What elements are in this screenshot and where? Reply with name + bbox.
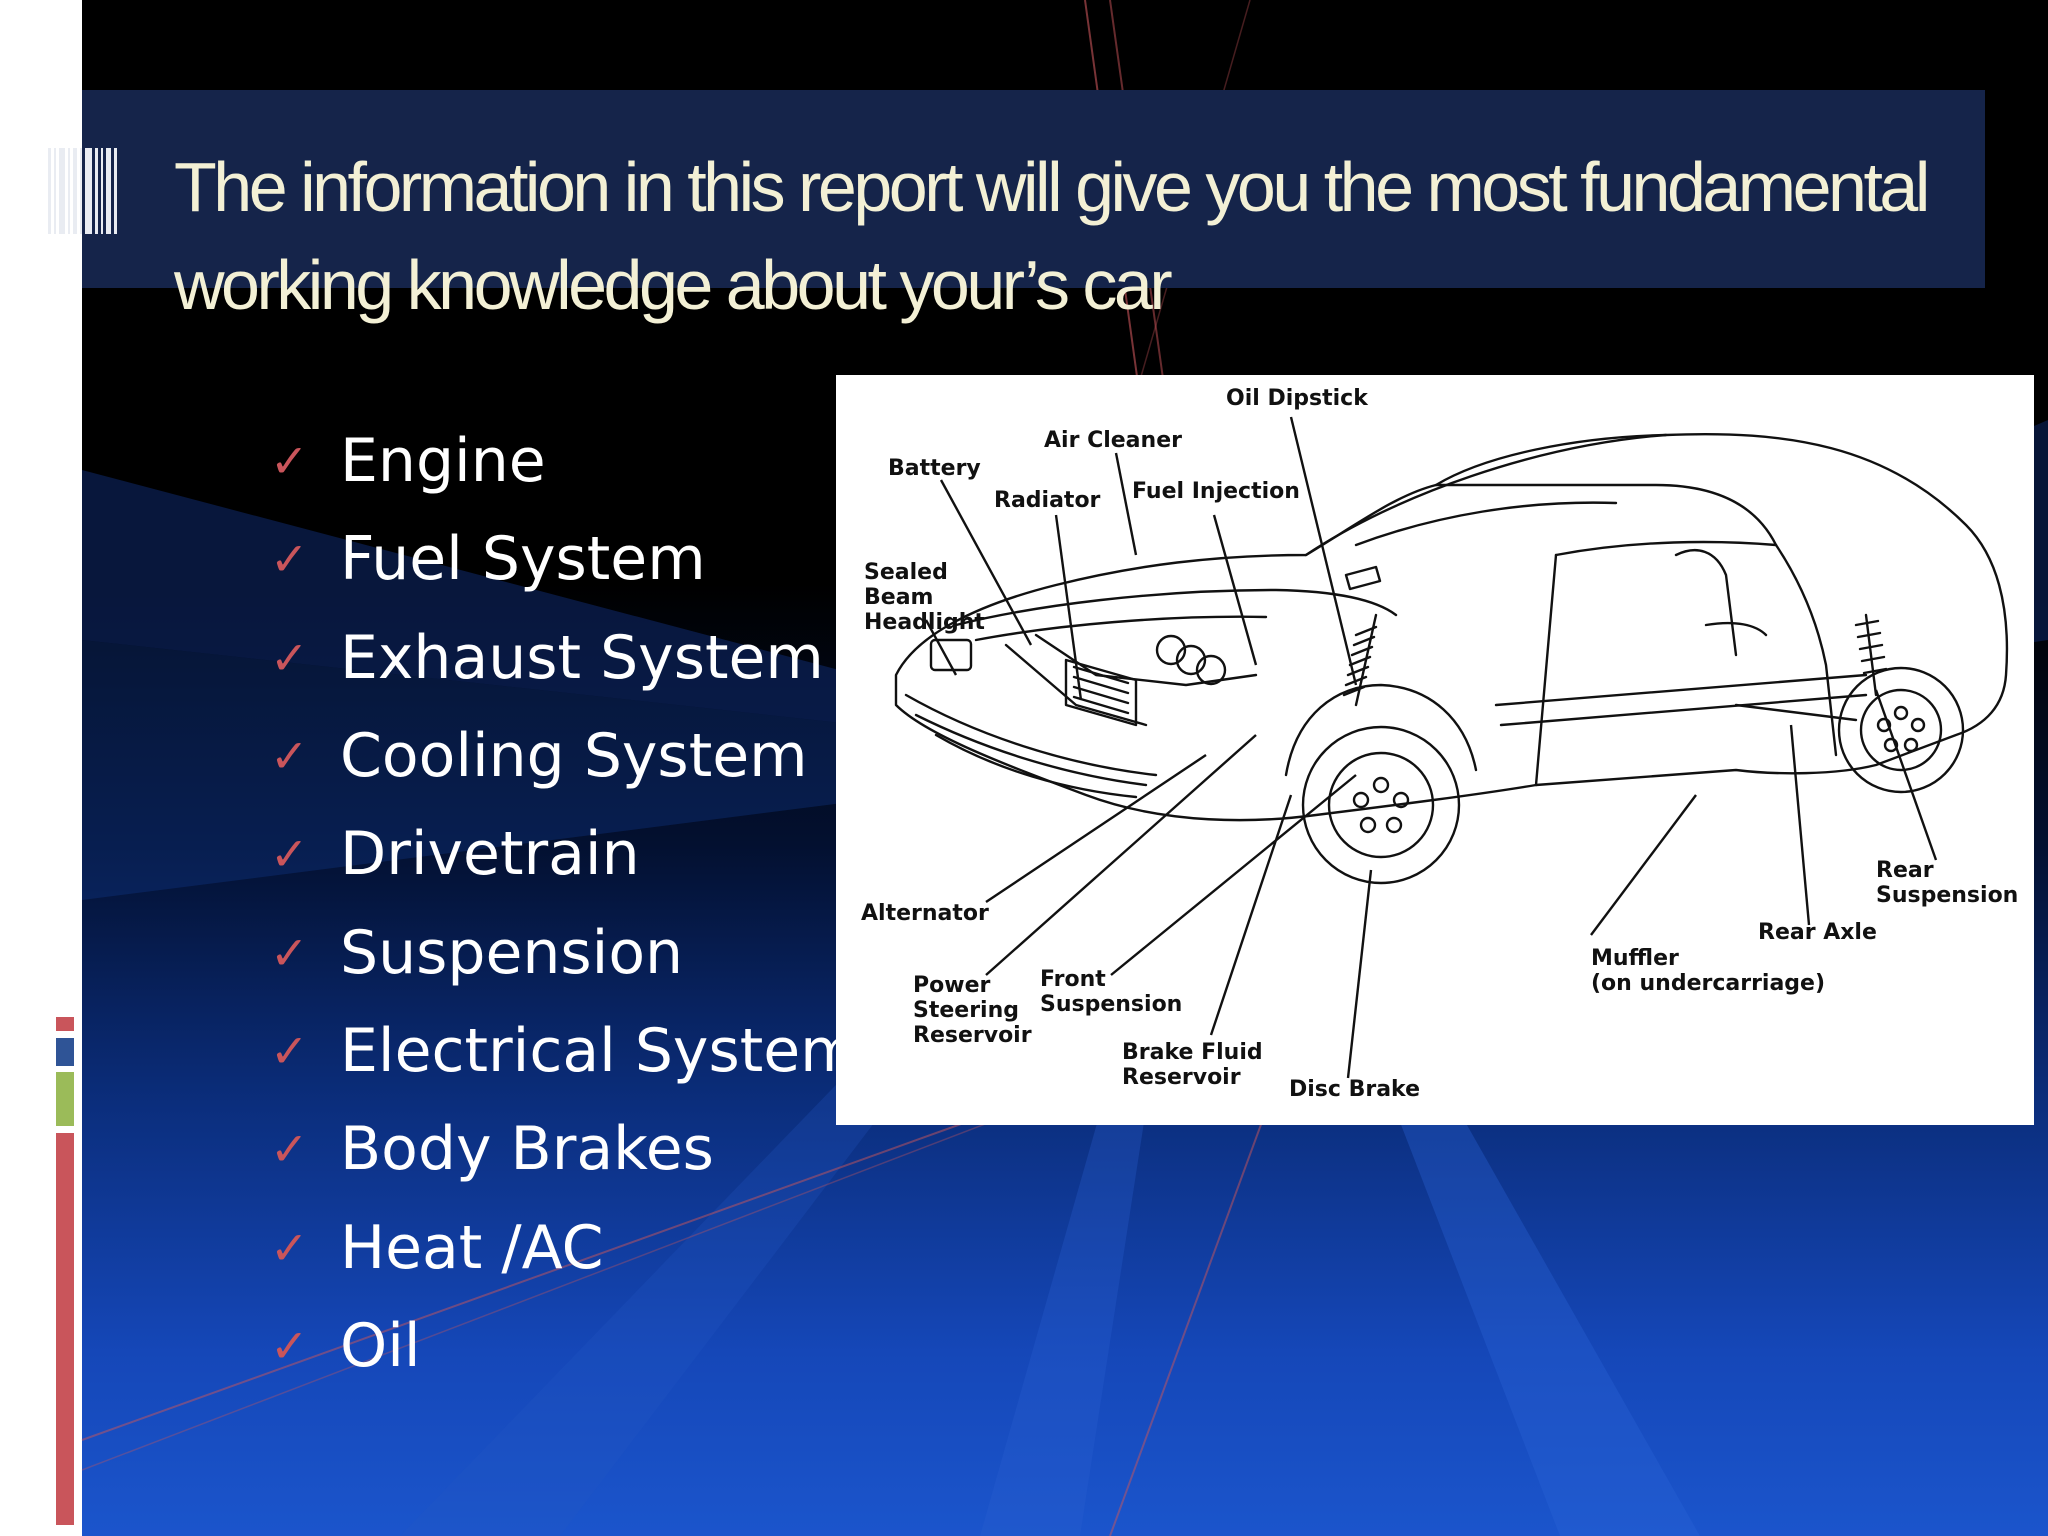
label-undercarriage: (on undercarriage)	[1591, 971, 1825, 996]
list-item: ✓ Electrical System	[270, 1002, 859, 1100]
accent-bar-green	[56, 1072, 74, 1126]
list-item-label: Body Brakes	[340, 1114, 714, 1185]
checkmark-icon: ✓	[270, 1318, 309, 1373]
label-front: Front	[1040, 967, 1106, 992]
checkmark-icon: ✓	[270, 925, 309, 980]
list-item-label: Cooling System	[340, 721, 808, 792]
label-steering: Steering	[913, 998, 1019, 1023]
title-band	[82, 90, 1985, 288]
car-diagram-drawing: Oil Dipstick Air Cleaner Battery Radiato…	[861, 386, 2018, 1102]
label-radiator: Radiator	[994, 488, 1101, 513]
list-item: ✓ Fuel System	[270, 510, 859, 608]
list-item-label: Exhaust System	[340, 622, 824, 693]
list-item: ✓ Suspension	[270, 903, 859, 1001]
label-muffler: Muffler	[1591, 946, 1679, 971]
checkmark-icon: ✓	[270, 1122, 309, 1177]
label-suspension-rear: Suspension	[1876, 883, 2018, 908]
label-reservoir-power-steering: Reservoir	[913, 1023, 1032, 1048]
car-outline-icon	[894, 432, 2009, 885]
leader-lines	[924, 416, 1938, 1079]
label-reservoir-brake-fluid: Reservoir	[1122, 1065, 1241, 1090]
label-oil-dipstick: Oil Dipstick	[1226, 386, 1369, 411]
topic-checklist: ✓ Engine ✓ Fuel System ✓ Exhaust System ✓ Co…	[270, 412, 859, 1395]
checkmark-icon: ✓	[270, 532, 309, 587]
accent-bar-red	[56, 1017, 74, 1031]
checkmark-icon: ✓	[270, 630, 309, 685]
label-sealed: Sealed	[864, 560, 948, 585]
label-brake-fluid: Brake Fluid	[1122, 1040, 1263, 1065]
label-disc-brake: Disc Brake	[1289, 1077, 1420, 1102]
list-item: ✓ Engine	[270, 412, 859, 510]
checkmark-icon: ✓	[270, 1023, 309, 1078]
list-item: ✓ Exhaust System	[270, 609, 859, 707]
list-item-label: Engine	[340, 426, 546, 497]
list-item: ✓ Body Brakes	[270, 1100, 859, 1198]
list-item-label: Electrical System	[340, 1015, 859, 1086]
list-item-label: Suspension	[340, 917, 684, 988]
car-diagram: Oil Dipstick Air Cleaner Battery Radiato…	[836, 375, 2034, 1125]
label-power: Power	[913, 973, 990, 998]
slide-title: The information in this report will give…	[174, 148, 1930, 324]
list-item: ✓ Drivetrain	[270, 805, 859, 903]
title-barcode-icon	[48, 148, 117, 234]
list-item-label: Heat /AC	[340, 1212, 604, 1283]
list-item: ✓ Heat /AC	[270, 1198, 859, 1296]
label-headlight: Headlight	[864, 610, 985, 635]
list-item: ✓ Oil	[270, 1297, 859, 1395]
list-item-label: Fuel System	[340, 524, 706, 595]
label-alternator: Alternator	[861, 901, 989, 926]
checkmark-icon: ✓	[270, 827, 309, 882]
accent-bar-red-long	[56, 1133, 74, 1525]
checkmark-icon: ✓	[270, 1220, 309, 1275]
label-rear-axle: Rear Axle	[1758, 920, 1877, 945]
label-battery: Battery	[888, 456, 981, 481]
label-rear: Rear	[1876, 858, 1934, 883]
label-suspension-front: Suspension	[1040, 992, 1182, 1017]
label-beam: Beam	[864, 585, 933, 610]
label-air-cleaner: Air Cleaner	[1044, 428, 1182, 453]
accent-bar-blue	[56, 1038, 74, 1066]
list-item: ✓ Cooling System	[270, 707, 859, 805]
checkmark-icon: ✓	[270, 434, 309, 489]
label-fuel-injection: Fuel Injection	[1132, 479, 1300, 504]
list-item-label: Drivetrain	[340, 819, 640, 890]
list-item-label: Oil	[340, 1310, 421, 1381]
checkmark-icon: ✓	[270, 729, 309, 784]
